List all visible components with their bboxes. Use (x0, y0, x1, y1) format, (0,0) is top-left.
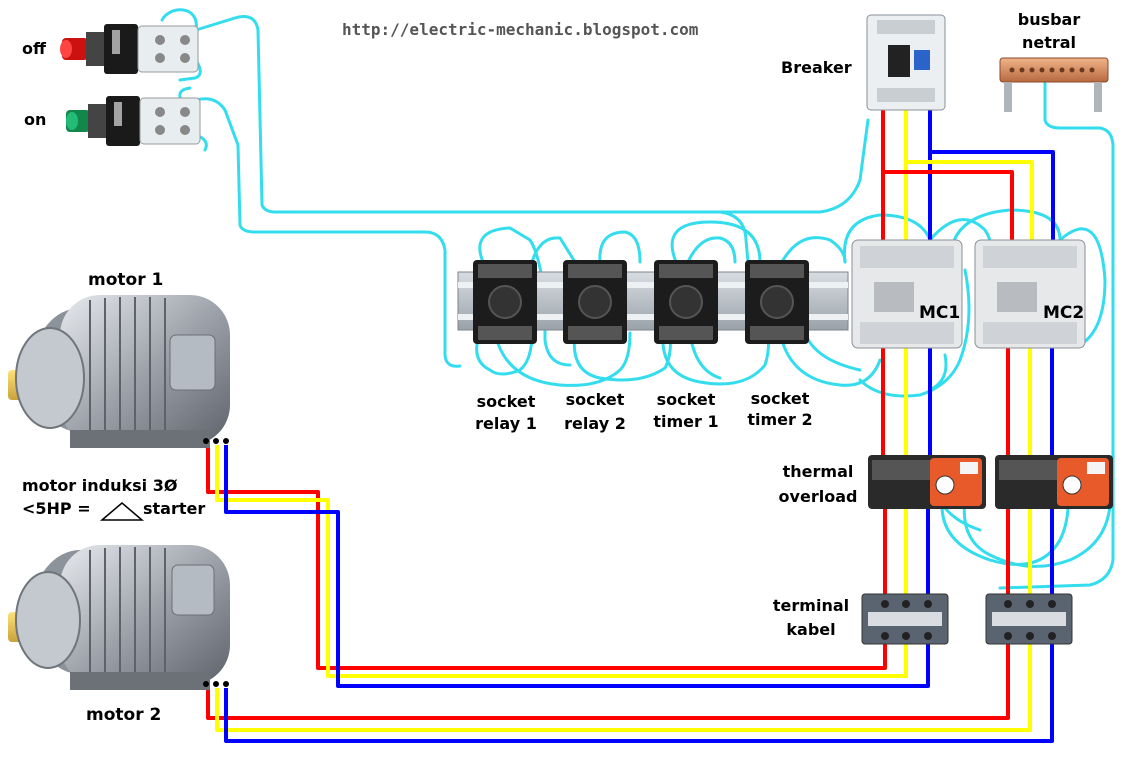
on-button-label: on (24, 110, 47, 129)
terminal-block-1-image (861, 593, 949, 645)
off-button-label: off (22, 39, 46, 58)
motor-note-line2: <5HP = (22, 499, 91, 518)
mc1-label: MC1 (919, 303, 961, 323)
contactor-mc1-image (851, 239, 963, 349)
terminal-block-2-image (985, 593, 1073, 645)
socket-timer-1-label-line2: timer 1 (653, 412, 719, 431)
busbar-label-line2: netral (1021, 33, 1077, 52)
motor-1-image (8, 295, 230, 448)
socket-relay-2-image (563, 260, 627, 344)
socket-relay-1-label-line2: relay 1 (475, 414, 537, 433)
contactor-mc2-image (974, 239, 1086, 349)
delta-symbol (99, 502, 145, 521)
thermal-overload-1-image (868, 455, 986, 509)
blog-url: http://electric-mechanic.blogspot.com (342, 20, 699, 39)
terminal-label-line2: kabel (786, 620, 836, 639)
socket-timer-1-label-line1: socket (656, 390, 716, 409)
socket-relay-2-label-line2: relay 2 (564, 414, 626, 433)
off-pushbutton (60, 24, 199, 74)
busbar-label-line1: busbar (1017, 10, 1081, 29)
breaker-label: Breaker (781, 58, 852, 77)
socket-timer-2-label-line1: socket (750, 389, 810, 408)
motor-note-line2-tail: starter (143, 499, 206, 518)
motor-2-image (8, 545, 230, 690)
socket-relay-1-image (473, 260, 537, 344)
busbar-image (999, 57, 1109, 112)
motor-2-label: motor 2 (86, 705, 162, 725)
motor-note-line1: motor induksi 3Ø (22, 476, 178, 495)
socket-timer-2-label-line2: timer 2 (747, 410, 813, 429)
socket-relay-2-label-line1: socket (565, 390, 625, 409)
motor-1-label: motor 1 (88, 270, 164, 290)
on-pushbutton (66, 96, 201, 146)
socket-relay-1-label-line1: socket (476, 392, 536, 411)
socket-timer-2-image (745, 260, 809, 344)
power-wires (206, 110, 1055, 743)
thermal-label-line2: overload (778, 487, 858, 506)
breaker-image (866, 14, 946, 111)
mc2-label: MC2 (1043, 303, 1085, 323)
thermal-label-line1: thermal (782, 462, 854, 481)
thermal-overload-2-image (995, 455, 1113, 509)
terminal-label-line1: terminal (772, 596, 850, 615)
socket-timer-1-image (654, 260, 718, 344)
